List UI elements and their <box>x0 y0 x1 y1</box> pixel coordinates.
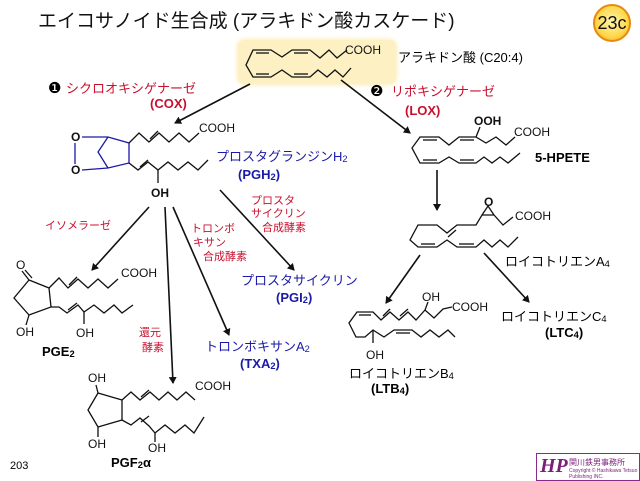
ltb4-name: ロイコトリエンB4 <box>349 366 454 381</box>
slide-badge: 23c <box>593 4 631 42</box>
lox-abbr: (LOX) <box>405 103 441 118</box>
pgf2a-structure <box>87 392 123 428</box>
pgh2-abbr: (PGH2) <box>238 167 281 182</box>
ltb4-cooh: COOH <box>452 300 488 314</box>
ltc4-arrow <box>483 252 530 303</box>
ltb4-abbr: (LTB4) <box>371 381 410 396</box>
pgh2-o2: O <box>71 163 81 177</box>
pgh2-oh: OH <box>151 186 169 200</box>
pgf2a-oh3: OH <box>148 441 166 455</box>
pge2-label: PGE2 <box>42 344 75 359</box>
ltb4-structure <box>348 306 456 338</box>
lox-marker: ❷ <box>370 83 384 100</box>
cox-arrow <box>174 83 251 124</box>
pgi-arrow <box>219 189 295 271</box>
txa-synthase-line2: キサン <box>193 237 226 249</box>
pgi-synthase-line2: サイクリン <box>251 208 306 220</box>
lta4-cooh: COOH <box>515 209 551 223</box>
txa2-name: トロンボキサンA2 <box>205 339 310 354</box>
txa-synthase-line1: トロンボ <box>191 223 235 235</box>
lox-arrow <box>340 79 411 134</box>
ltc4-abbr: (LTC4) <box>545 325 584 340</box>
isomerase-label: イソメラーゼ <box>45 220 111 232</box>
arachidonic-structure <box>245 49 352 78</box>
ltb4-oh2: OH <box>366 348 384 362</box>
logo-name: 関川鉄男事務所 <box>569 458 625 467</box>
pge2-o: O <box>16 258 26 272</box>
pgf2a-oh1: OH <box>88 371 106 385</box>
hpete-ooh: OOH <box>474 114 502 128</box>
pgf2a-cooh: COOH <box>195 379 231 393</box>
lta4-o: O <box>484 195 494 209</box>
pgi2-abbr: (PGI2) <box>276 290 313 305</box>
pge2-structure <box>13 279 52 316</box>
hpete-label: 5-HPETE <box>535 150 590 165</box>
txa-arrow <box>172 206 231 336</box>
lox-name: リポキシゲナーゼ <box>391 84 496 99</box>
hpete-structure <box>411 136 521 164</box>
pge2-oh2: OH <box>76 326 94 340</box>
publisher-logo: HP 関川鉄男事務所 Copyright © Hashikawa Tetsuo … <box>536 453 640 481</box>
logo-copyright: Copyright © Hashikawa Tetsuo Publishing … <box>569 468 638 480</box>
reductase-line1: 還元 <box>139 327 161 339</box>
pgi-synthase-line3: 合成酵素 <box>262 222 306 234</box>
lta4-name: ロイコトリエンA4 <box>505 254 610 269</box>
pgi2-name: プロスタサイクリン <box>241 273 358 288</box>
page-number: 203 <box>10 460 29 472</box>
arachidonic-cooh: COOH <box>345 43 381 57</box>
txa2-abbr: (TXA2) <box>240 356 280 371</box>
page-title: エイコサノイド生合成 (アラキドン酸カスケード) <box>38 11 455 32</box>
isomerase-arrow <box>91 206 150 271</box>
pge2-oh1: OH <box>16 325 34 339</box>
pgi-synthase-line1: プロスタ <box>251 195 295 207</box>
reductase-line2: 酵素 <box>142 342 164 354</box>
cox-marker: ❶ <box>48 80 62 97</box>
pgf2a-oh2: OH <box>88 437 106 451</box>
lta4-structure <box>409 214 519 248</box>
cox-abbr: (COX) <box>150 96 187 111</box>
reductase-arrow <box>164 206 177 384</box>
cox-name: シクロオキシゲナーゼ <box>66 81 197 96</box>
pgh2-cooh: COOH <box>199 121 235 135</box>
pgf2a-label: PGF2α <box>111 455 151 470</box>
pgh2-o1: O <box>71 130 81 144</box>
hpete-cooh: COOH <box>514 125 550 139</box>
pgh2-name: プロスタグランジンH2 <box>216 149 348 164</box>
txa-synthase-line3: 合成酵素 <box>203 251 247 263</box>
ltb4-oh1: OH <box>422 290 440 304</box>
pge2-cooh: COOH <box>121 266 157 280</box>
ltc4-name: ロイコトリエンC4 <box>501 309 607 324</box>
pgh2-structure <box>128 132 200 144</box>
ltb4-arrow <box>385 254 421 304</box>
logo-mark: HP <box>540 455 568 477</box>
arachidonic-label: アラキドン酸 (C20:4) <box>398 50 523 65</box>
